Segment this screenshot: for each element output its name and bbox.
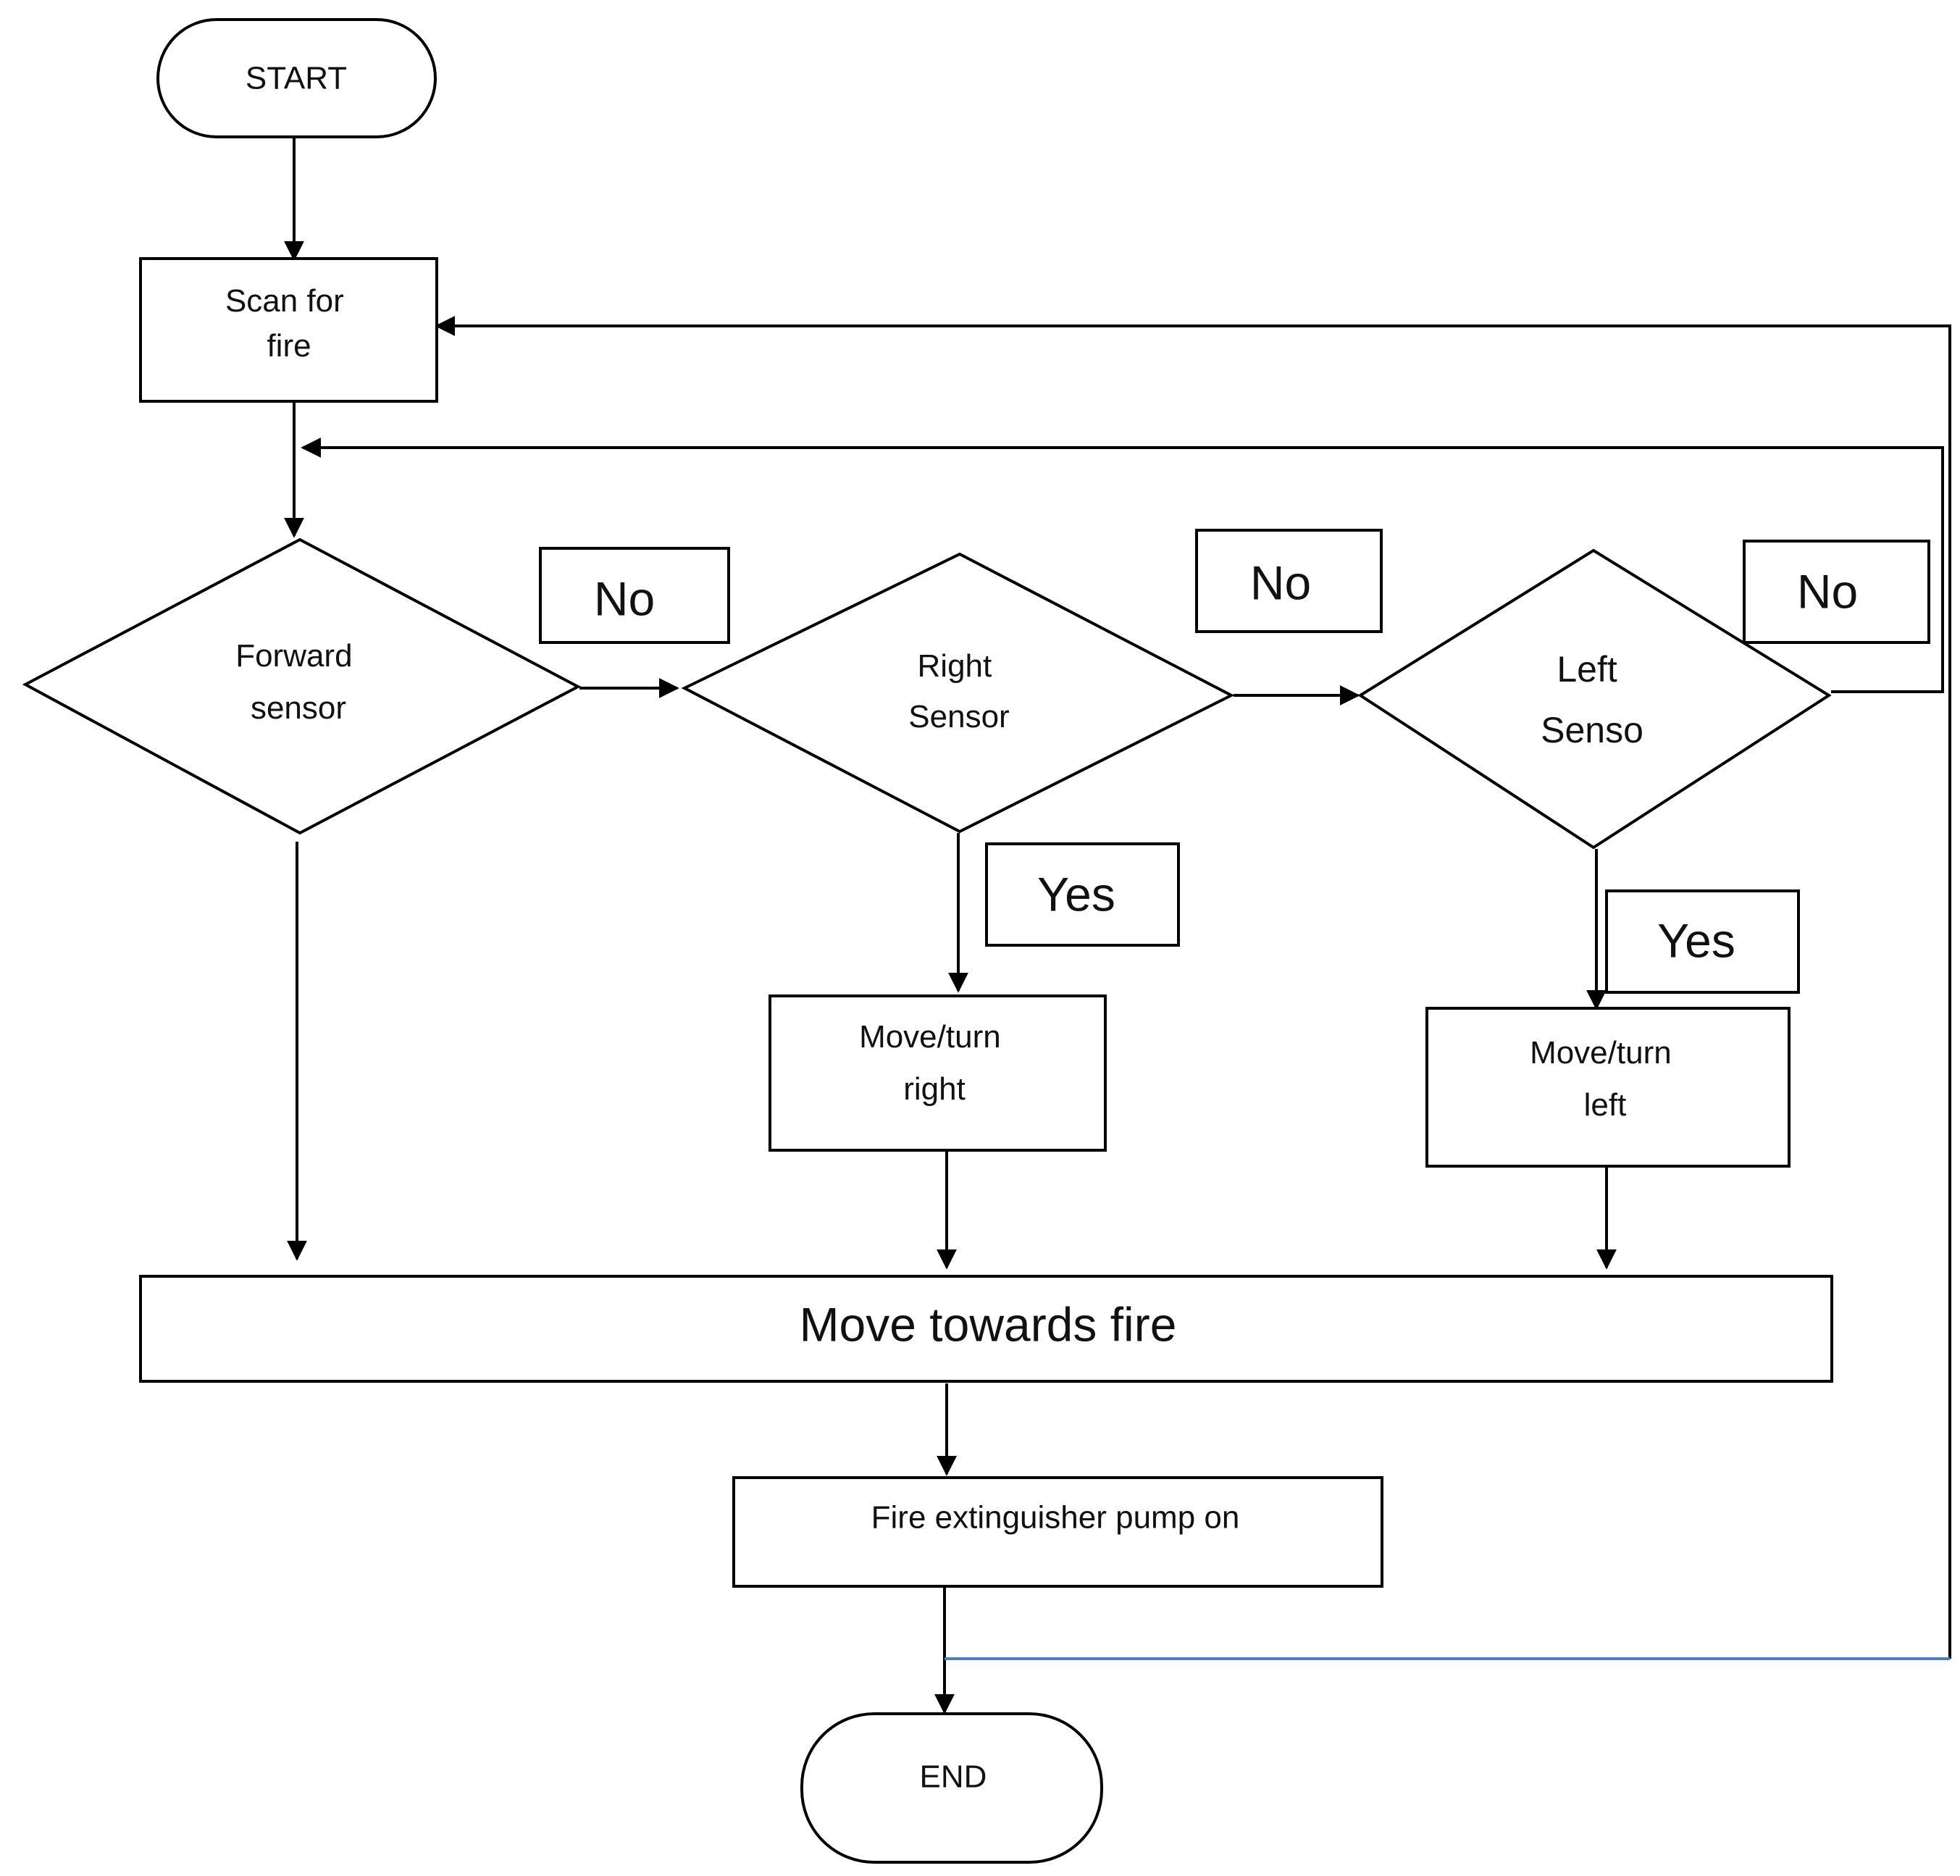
scan-for-fire-line-2: fire — [267, 328, 311, 364]
left-sensor-decision — [1357, 548, 1832, 850]
pump-on-label: Fire extinguisher pump on — [871, 1500, 1240, 1536]
end-terminal — [800, 1712, 1103, 1864]
move-turn-left-line-2: left — [1584, 1087, 1627, 1123]
no-label-box-forward — [539, 547, 730, 644]
right-sensor-line-2: Sensor — [908, 699, 1009, 734]
connector-pump-loop-to-scan — [435, 316, 1951, 1659]
yes-label-box-right — [985, 842, 1180, 947]
yes-label-left: Yes — [1657, 913, 1735, 967]
forward-sensor-label: Forward sensor — [235, 638, 361, 726]
move-towards-fire-box — [139, 1275, 1833, 1383]
move-turn-right-label: Move/turn right — [859, 1019, 1010, 1107]
connector-left-no-loop — [301, 437, 1944, 693]
yes-label-right: Yes — [1037, 867, 1115, 921]
move-turn-right-box — [768, 994, 1107, 1152]
right-sensor-label: Right Sensor — [908, 648, 1009, 734]
move-turn-left-line-1: Move/turn — [1530, 1035, 1672, 1071]
scan-for-fire-label: Scan for fire — [225, 283, 353, 364]
left-sensor-line-1: Left — [1557, 649, 1617, 690]
forward-sensor-line-2: sensor — [251, 690, 346, 726]
left-sensor-line-2: Senso — [1541, 710, 1643, 750]
scan-for-fire-box — [139, 257, 438, 403]
pump-on-box — [732, 1476, 1383, 1588]
no-label-left: No — [1797, 564, 1858, 618]
forward-sensor-line-1: Forward — [235, 638, 352, 674]
move-turn-left-label: Move/turn left — [1530, 1035, 1680, 1123]
right-sensor-decision — [681, 552, 1235, 834]
scan-for-fire-line-1: Scan for — [225, 283, 344, 319]
move-turn-right-line-1: Move/turn — [859, 1019, 1001, 1055]
yes-label-box-left — [1605, 889, 1800, 994]
forward-sensor-decision — [22, 537, 582, 835]
no-label-box-left — [1743, 540, 1930, 644]
no-label-right: No — [1250, 556, 1311, 609]
move-towards-fire-label: Move towards fire — [800, 1297, 1177, 1351]
start-terminal — [156, 18, 437, 138]
end-label: END — [920, 1759, 987, 1795]
move-turn-right-line-2: right — [903, 1071, 966, 1107]
no-label-forward: No — [594, 571, 655, 625]
connectors — [284, 138, 1951, 1714]
move-turn-left-box — [1425, 1007, 1791, 1168]
left-sensor-label: Left Senso — [1541, 649, 1643, 750]
no-label-box-right — [1195, 529, 1383, 633]
start-label: START — [246, 61, 347, 96]
right-sensor-line-1: Right — [918, 648, 992, 684]
